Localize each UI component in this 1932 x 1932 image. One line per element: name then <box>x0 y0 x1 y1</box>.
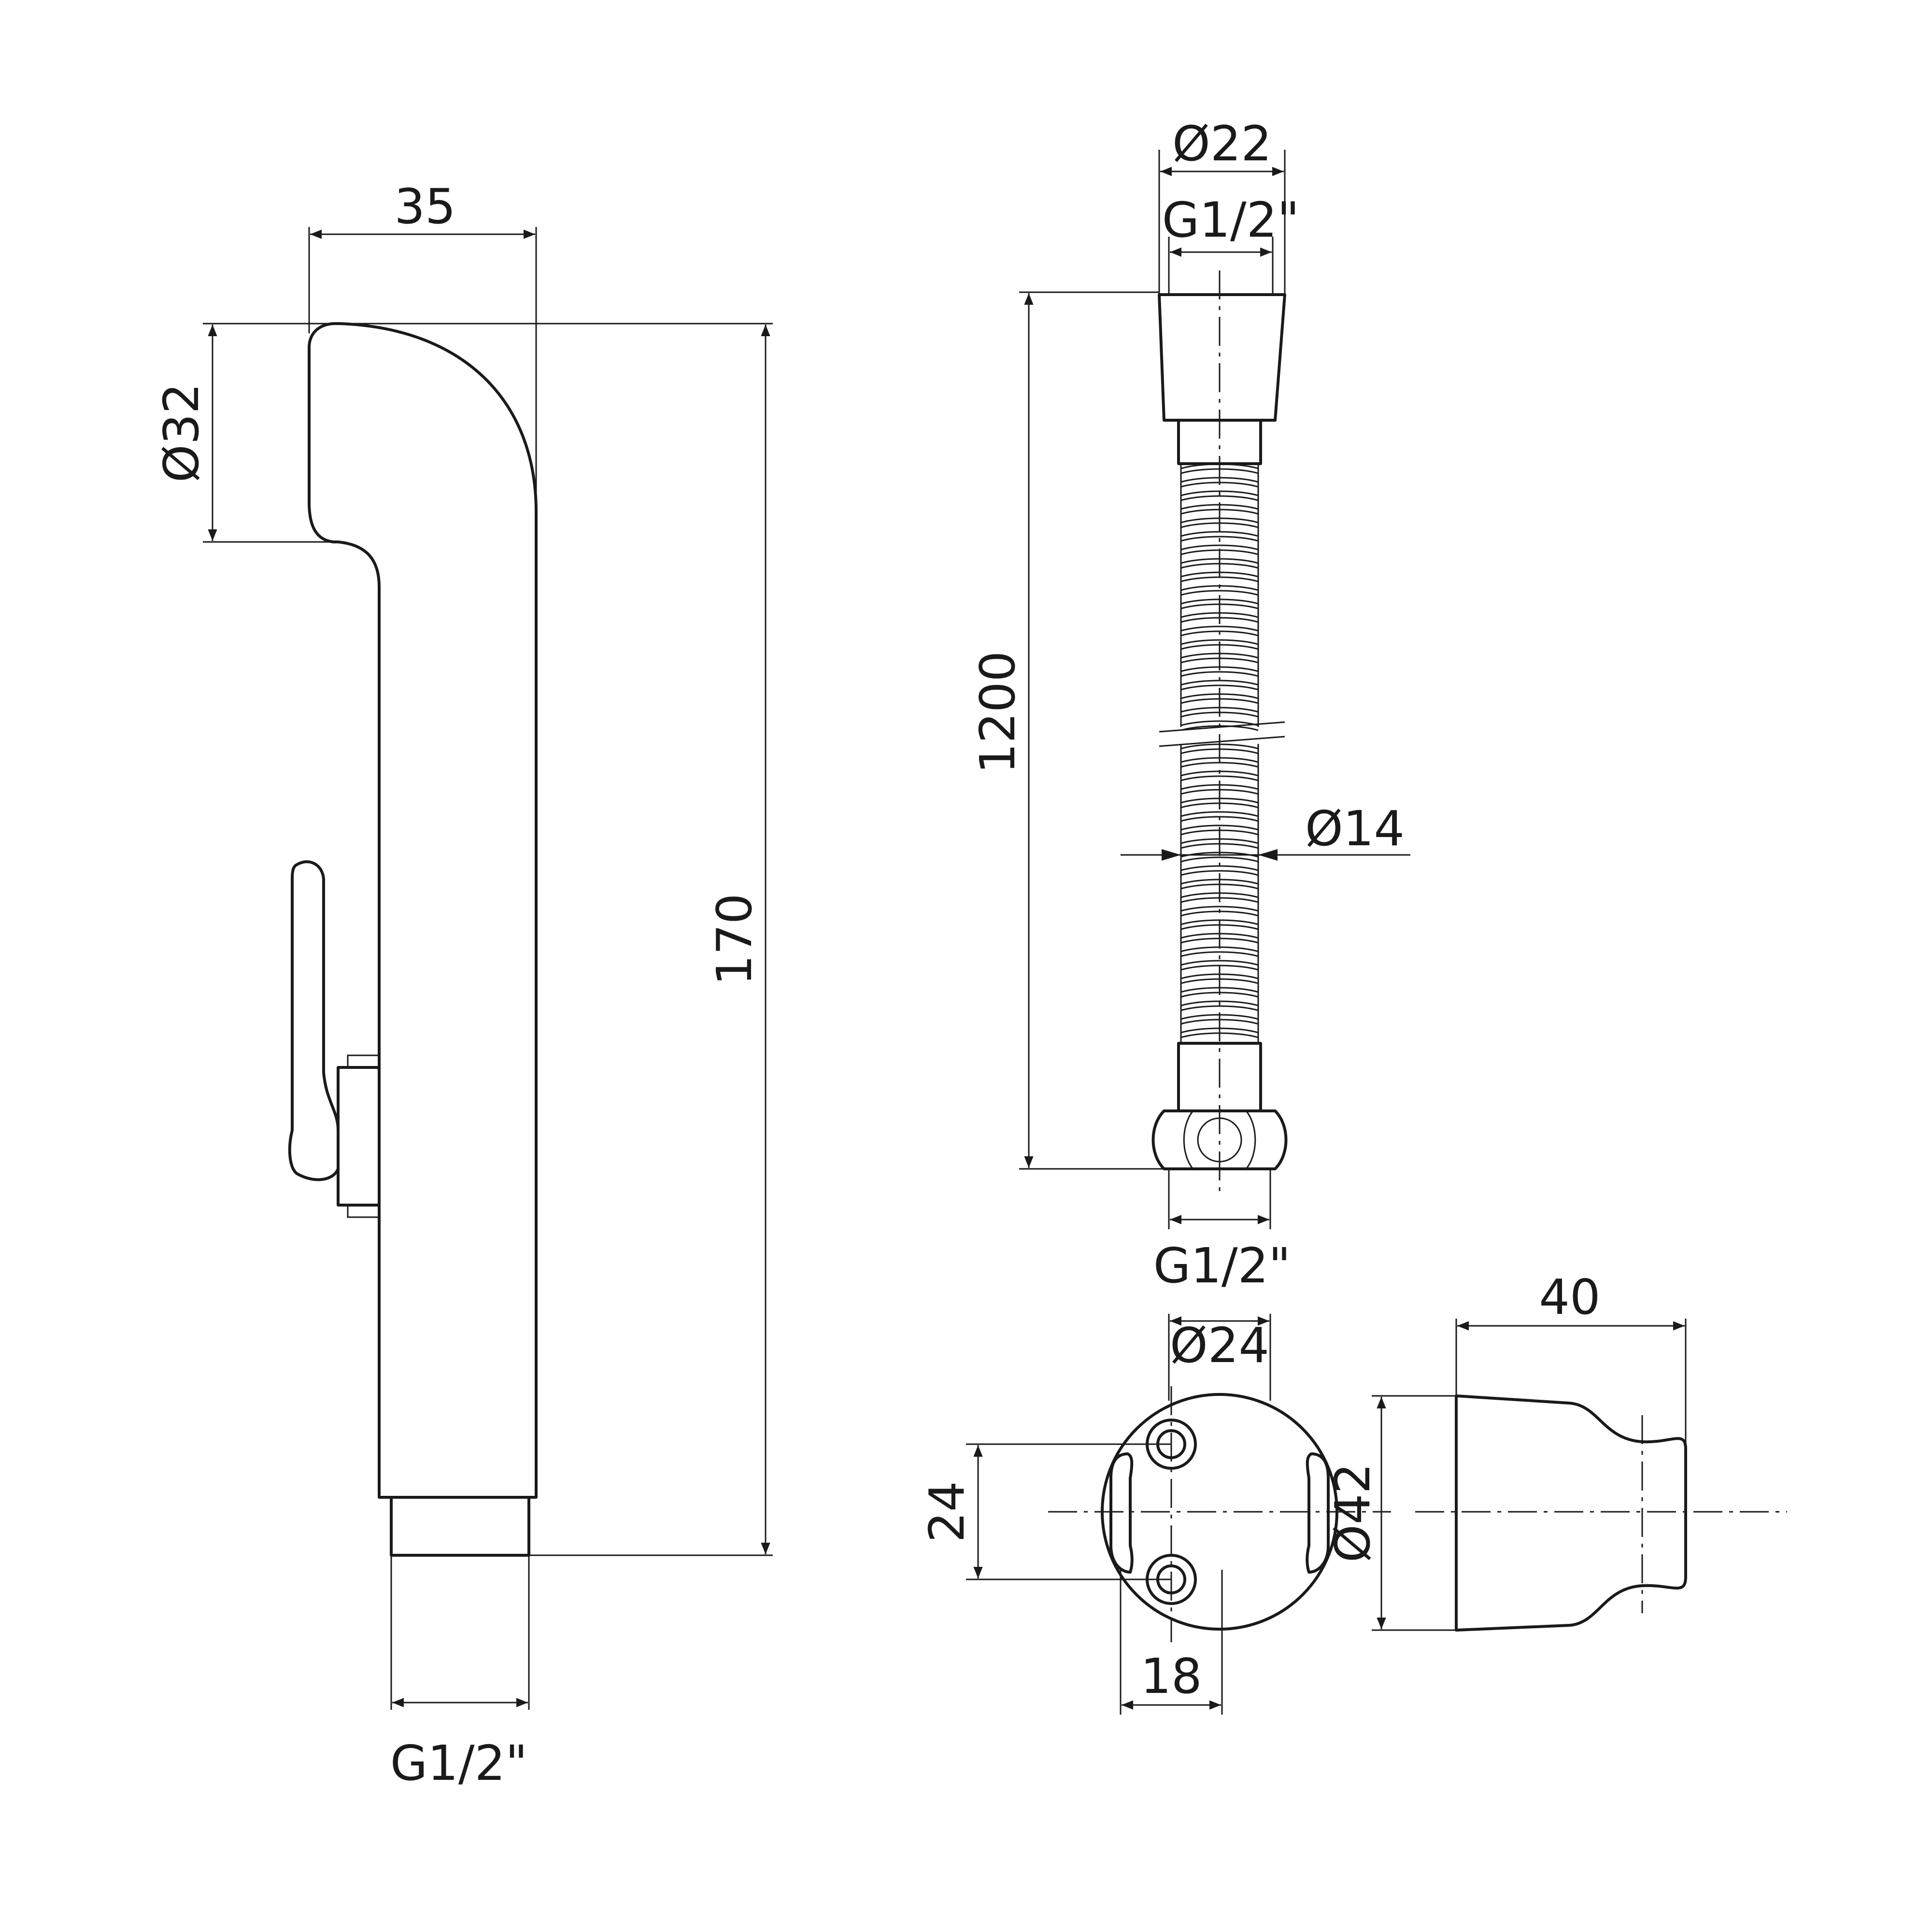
holder-side-outline <box>1455 1394 1687 1632</box>
hose-rib <box>1180 960 1259 971</box>
dim-hose-length-label: 1200 <box>969 651 1026 774</box>
dim-width-label: 35 <box>394 178 455 235</box>
hose-hex-facet-left <box>1183 1110 1194 1169</box>
hose-rib <box>1180 1000 1259 1011</box>
handshower-thread-end <box>390 1496 530 1557</box>
handshower-body-outline <box>308 322 538 1499</box>
dim-holder-side-label: Ø42 <box>1324 1463 1381 1563</box>
holder-front-view: Ø24 24 18 <box>919 1314 1391 1715</box>
handshower-view: 35 Ø32 170 G1/2" <box>153 178 773 1791</box>
handshower-trigger-collar-bottom <box>347 1204 380 1218</box>
handshower-lever <box>288 860 340 1181</box>
dim-hose-diameter-arrow-left <box>1162 849 1181 861</box>
hose-hex-facet-right <box>1245 1110 1256 1169</box>
dim-hose-diameter-label: Ø14 <box>1305 800 1405 857</box>
dim-hose-top-thread-label: G1/2" <box>1162 192 1299 248</box>
dim-hole-spacing-label: 24 <box>919 1481 975 1542</box>
hose-view: Ø22 G1/2" 1200 Ø14 G1/2" <box>969 115 1410 1294</box>
dim-hose-diameter-arrow-right <box>1258 849 1278 861</box>
dim-length-label: 170 <box>706 894 763 986</box>
hose-rib <box>1180 490 1259 501</box>
hose-rib <box>1180 531 1259 542</box>
dim-holder-diameter-label: Ø24 <box>1170 1317 1269 1374</box>
handshower-trigger-stem <box>337 1066 381 1207</box>
dim-slot-spacing-label: 18 <box>1140 1648 1202 1705</box>
holder-front-slot-right <box>1306 1452 1330 1574</box>
hose-break-line-top <box>1159 721 1285 733</box>
hose-break-line-bottom <box>1159 736 1285 747</box>
holder-front-slot-left <box>1109 1452 1134 1574</box>
holder-side-view: 40 Ø42 <box>1324 1269 1787 1632</box>
dim-head-label: Ø32 <box>153 383 210 483</box>
handshower-trigger-collar <box>347 1054 380 1068</box>
dim-hose-nut-label: Ø22 <box>1172 115 1272 172</box>
hose-bottom-hex-nut <box>1151 1109 1288 1170</box>
dim-holder-depth-label: 40 <box>1539 1269 1600 1325</box>
hose-top-nut <box>1158 293 1286 422</box>
dim-hose-bottom-thread-label: G1/2" <box>1153 1237 1291 1294</box>
dim-thread-label: G1/2" <box>390 1735 527 1791</box>
